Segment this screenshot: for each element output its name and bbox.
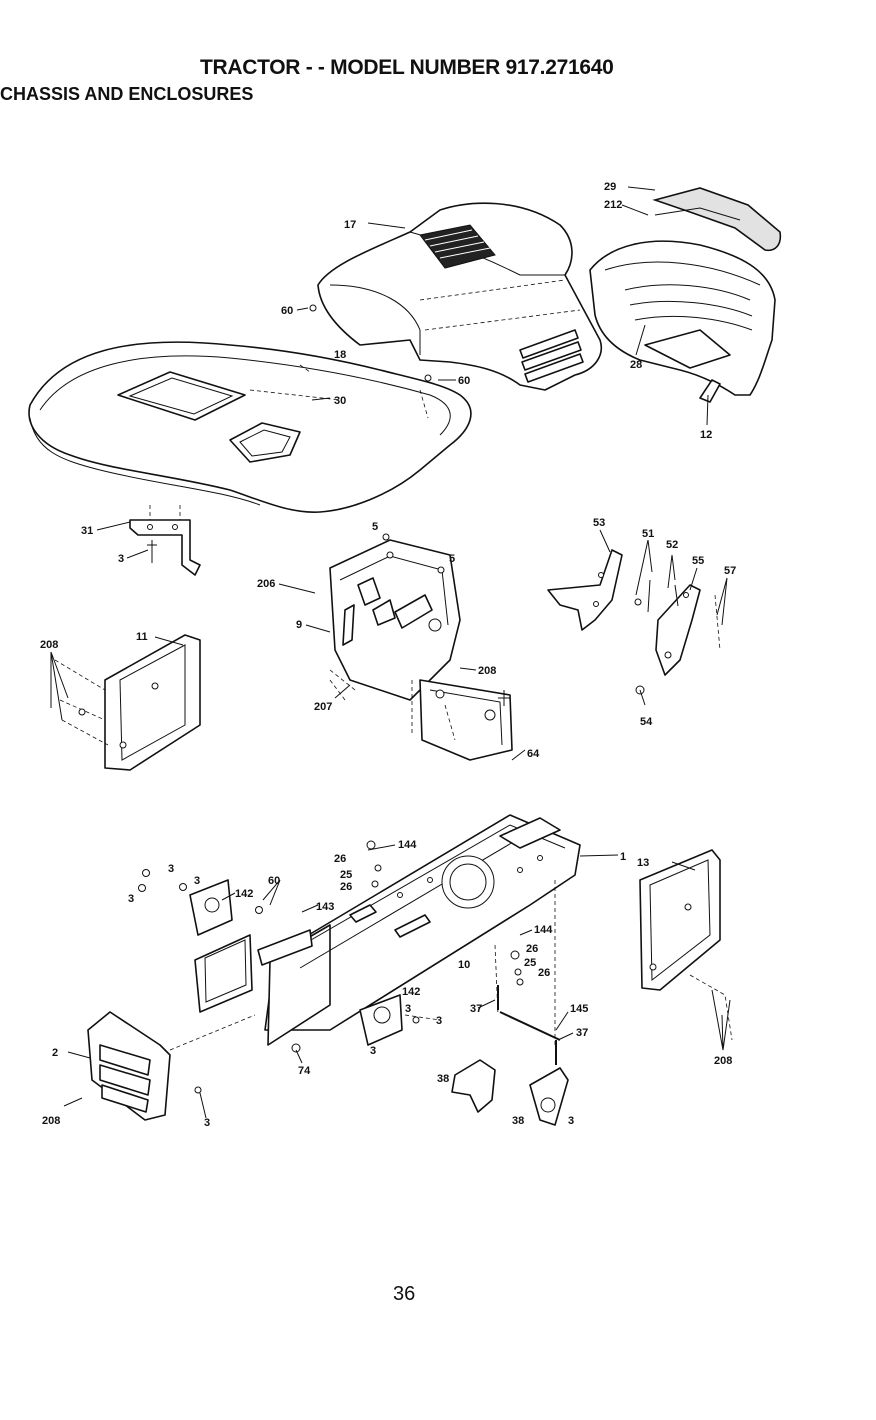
callout-label: 37 [470, 1003, 482, 1015]
callout-label: 12 [700, 429, 712, 441]
callout-label: 1 [620, 851, 626, 863]
callout-label: 52 [666, 539, 678, 551]
callout-label: 17 [344, 219, 356, 231]
callout-label: 3 [568, 1115, 574, 1127]
callout-label: 207 [314, 701, 332, 713]
callout-label: 3 [405, 1003, 411, 1015]
callout-label: 26 [526, 943, 538, 955]
callout-label: 57 [724, 565, 736, 577]
callout-label: 3 [204, 1117, 210, 1129]
callout-label: 13 [637, 857, 649, 869]
callout-label: 29 [604, 181, 616, 193]
callout-label: 3 [118, 553, 124, 565]
callout-label: 60 [458, 375, 470, 387]
page-number: 36 [393, 1283, 415, 1306]
right-side-panel [640, 850, 732, 1040]
callout-label: 74 [298, 1065, 311, 1077]
callout-label: 3 [128, 893, 134, 905]
callout-label: 38 [437, 1073, 449, 1085]
callout-label: 2 [52, 1047, 58, 1059]
callout-label: 142 [402, 986, 420, 998]
drag-link [498, 985, 560, 1065]
callout-label: 3 [168, 863, 174, 875]
callout-label: 37 [576, 1027, 588, 1039]
callout-label: 38 [512, 1115, 524, 1127]
callout-label: 208 [42, 1115, 60, 1127]
front-grille-plate [88, 1012, 255, 1120]
callout-label: 54 [640, 716, 653, 728]
callout-label: 26 [340, 881, 352, 893]
callout-label: 143 [316, 901, 334, 913]
callout-label: 208 [714, 1055, 732, 1067]
callout-label: 5 [372, 521, 378, 533]
callout-label: 10 [458, 959, 470, 971]
callout-label: 208 [478, 665, 496, 677]
callout-label: 55 [692, 555, 704, 567]
callout-label: 5 [449, 553, 455, 565]
callout-label: 206 [257, 578, 275, 590]
callout-label: 9 [296, 619, 302, 631]
callout-label: 25 [524, 957, 536, 969]
dash-panel [318, 203, 601, 390]
callout-label: 64 [527, 748, 540, 760]
left-side-panel [55, 635, 200, 770]
callout-label: 11 [136, 631, 148, 643]
callout-label: 144 [534, 924, 553, 936]
callout-label: 53 [593, 517, 605, 529]
callout-label: 60 [281, 305, 293, 317]
hood-assembly [590, 188, 780, 402]
callout-label: 208 [40, 639, 58, 651]
callout-label: 142 [235, 888, 253, 900]
callout-label: 51 [642, 528, 654, 540]
callout-label: 60 [268, 875, 280, 887]
callout-label: 3 [370, 1045, 376, 1057]
callout-label: 144 [398, 839, 417, 851]
fender-bracket [130, 505, 200, 575]
dash-support-bracket [412, 680, 512, 760]
callout-label: 18 [334, 349, 346, 361]
callout-label: 3 [436, 1015, 442, 1027]
main-frame [265, 815, 580, 1045]
callout-label: 28 [630, 359, 642, 371]
callout-label: 26 [334, 853, 346, 865]
steering-support-plate [330, 540, 460, 700]
callout-label: 26 [538, 967, 550, 979]
callout-label: 31 [81, 525, 93, 537]
lower-brackets [452, 1060, 568, 1125]
callout-label: 25 [340, 869, 352, 881]
callout-label: 212 [604, 199, 622, 211]
callout-label: 30 [334, 395, 346, 407]
rear-fender [29, 342, 471, 512]
callout-label: 3 [194, 875, 200, 887]
pedal-bracket-left [548, 550, 622, 630]
pedal-bracket-right [635, 580, 720, 694]
callout-label: 145 [570, 1003, 588, 1015]
